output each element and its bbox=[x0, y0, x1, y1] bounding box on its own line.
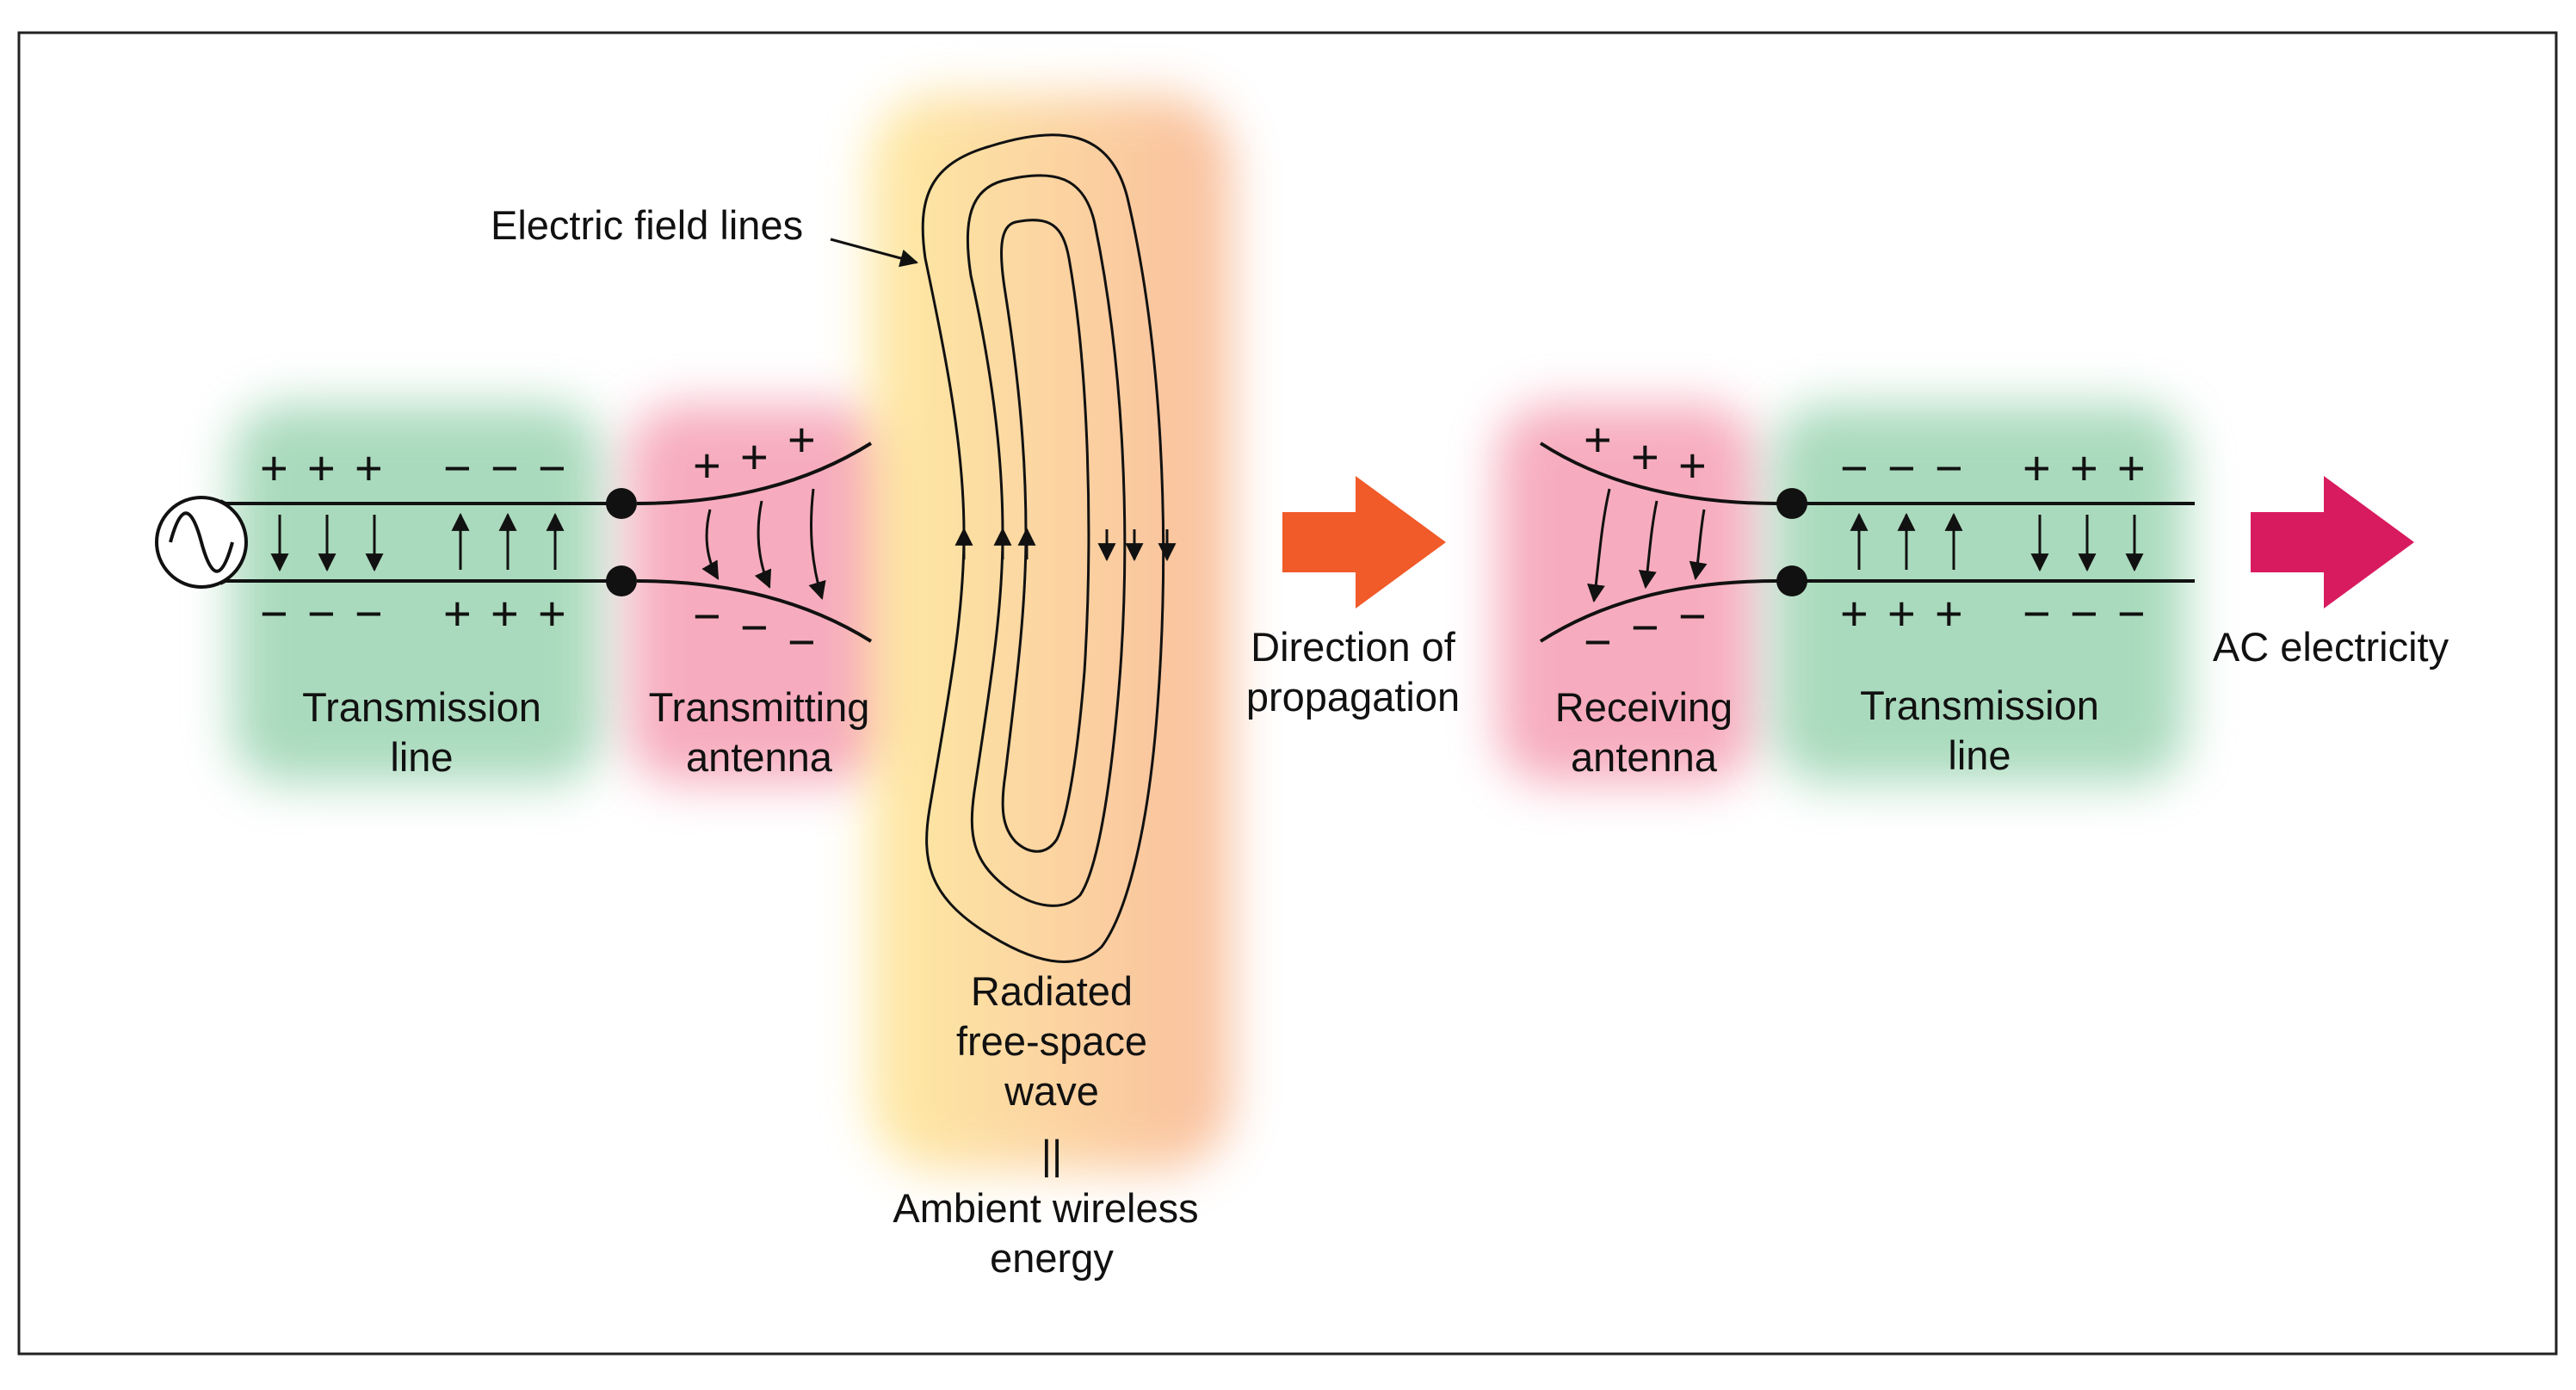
rx-antenna-curved-arrow bbox=[1638, 500, 1659, 590]
charge-minus: − bbox=[1887, 441, 1916, 495]
charge-minus: − bbox=[538, 441, 566, 495]
charge-plus: + bbox=[538, 586, 566, 640]
charge-plus: + bbox=[1935, 586, 1963, 640]
label-ac-electricity: AC electricity bbox=[2213, 624, 2449, 670]
glow-backgrounds bbox=[232, 95, 2186, 1171]
charge-plus: + bbox=[260, 441, 288, 495]
charge-minus: − bbox=[491, 441, 519, 495]
label-radiated-wave: wave bbox=[1004, 1068, 1099, 1114]
label-tx-antenna: Transmitting bbox=[649, 684, 870, 730]
label-tx-line: line bbox=[390, 734, 453, 780]
field-loop-inner bbox=[1000, 219, 1090, 853]
tx-antenna-curved-arrow bbox=[754, 500, 772, 589]
charge-plus: + bbox=[2070, 441, 2098, 495]
label-direction: propagation bbox=[1246, 674, 1460, 720]
charge-plus: + bbox=[307, 441, 336, 495]
charge-minus: − bbox=[2070, 586, 2098, 640]
charge-plus: + bbox=[355, 441, 383, 495]
charge-plus: + bbox=[1584, 412, 1612, 466]
charge-minus: − bbox=[788, 615, 816, 669]
labels: Transmission line Transmitting antenna R… bbox=[302, 624, 2449, 1281]
tx-line-arrows bbox=[270, 512, 565, 572]
charge-plus: + bbox=[788, 412, 816, 466]
rx-antenna-glow bbox=[1498, 405, 1756, 783]
charge-minus: − bbox=[443, 441, 472, 495]
tx-terminal-top bbox=[606, 488, 637, 519]
tx-line-glow bbox=[232, 405, 602, 783]
charge-minus: − bbox=[307, 586, 336, 640]
rx-antenna-curved-arrow bbox=[1689, 509, 1708, 581]
ac-source-icon bbox=[155, 496, 248, 589]
charge-minus: − bbox=[693, 589, 721, 643]
charge-plus: + bbox=[1840, 586, 1869, 640]
label-rx-antenna: Receiving bbox=[1555, 684, 1733, 730]
charge-plus: + bbox=[693, 438, 721, 492]
charge-minus: − bbox=[1631, 600, 1659, 654]
rx-antenna-curved-arrow bbox=[1587, 488, 1611, 603]
charge-plus: + bbox=[1631, 429, 1659, 484]
charge-minus: − bbox=[2117, 586, 2146, 640]
tx-antenna-arrows bbox=[701, 488, 826, 601]
rx-antenna-upper-arm bbox=[1539, 442, 1778, 505]
charge-minus: − bbox=[2023, 586, 2051, 640]
charge-minus: − bbox=[1935, 441, 1963, 495]
figure-frame bbox=[17, 31, 2558, 1356]
charge-plus: + bbox=[740, 429, 769, 484]
charge-minus: − bbox=[1678, 589, 1707, 643]
label-rx-line: Transmission bbox=[1860, 683, 2099, 728]
charge-minus: − bbox=[740, 600, 769, 654]
tx-antenna-upper-arm bbox=[636, 442, 873, 505]
field-loop-middle bbox=[966, 174, 1127, 907]
charge-plus: + bbox=[2023, 441, 2051, 495]
rx-charges: + + + − − − − − − + + + + + + − − − bbox=[1584, 412, 2146, 669]
rx-antenna-arrows bbox=[1587, 488, 1708, 603]
label-ambient-energy: energy bbox=[990, 1235, 1114, 1281]
label-rx-line: line bbox=[1948, 732, 2011, 778]
electric-field-loops bbox=[921, 133, 1177, 963]
label-equals: || bbox=[1041, 1132, 1062, 1177]
charge-plus: + bbox=[491, 586, 519, 640]
charge-minus: − bbox=[1584, 615, 1612, 669]
tx-charges: + + + − − − − − − + + + + + + − − − bbox=[260, 412, 816, 669]
propagation-arrow-icon bbox=[1282, 476, 1446, 609]
label-radiated-wave: Radiated bbox=[971, 968, 1133, 1014]
charge-minus: − bbox=[355, 586, 383, 640]
tx-antenna-curved-arrow bbox=[701, 509, 720, 580]
label-electric-field-lines: Electric field lines bbox=[491, 202, 803, 248]
rx-line-glow bbox=[1773, 405, 2186, 783]
tx-antenna-lower-arm bbox=[636, 579, 873, 643]
tx-wiring bbox=[219, 442, 873, 643]
wave-glow bbox=[869, 95, 1231, 1171]
charge-plus: + bbox=[2117, 441, 2146, 495]
label-direction: Direction of bbox=[1251, 624, 1456, 670]
rx-antenna-lower-arm bbox=[1539, 579, 1778, 643]
label-rx-antenna: antenna bbox=[1571, 734, 1718, 780]
ac-electricity-arrow-icon bbox=[2251, 476, 2414, 609]
rx-wiring bbox=[1539, 442, 2195, 643]
charge-plus: + bbox=[443, 586, 472, 640]
tx-antenna-curved-arrow bbox=[808, 488, 826, 601]
label-ambient-energy: Ambient wireless bbox=[893, 1185, 1198, 1231]
charge-minus: − bbox=[260, 586, 288, 640]
charge-plus: + bbox=[1678, 438, 1707, 492]
label-radiated-wave: free-space bbox=[956, 1018, 1147, 1064]
label-tx-line: Transmission bbox=[302, 684, 541, 730]
tx-terminal-bottom bbox=[606, 565, 637, 596]
electric-field-lines-pointer bbox=[830, 238, 919, 268]
label-tx-antenna: antenna bbox=[686, 734, 833, 780]
charge-plus: + bbox=[1887, 586, 1916, 640]
rx-line-arrows bbox=[1850, 512, 2144, 572]
field-loop-outer bbox=[921, 133, 1165, 963]
charge-minus: − bbox=[1840, 441, 1869, 495]
